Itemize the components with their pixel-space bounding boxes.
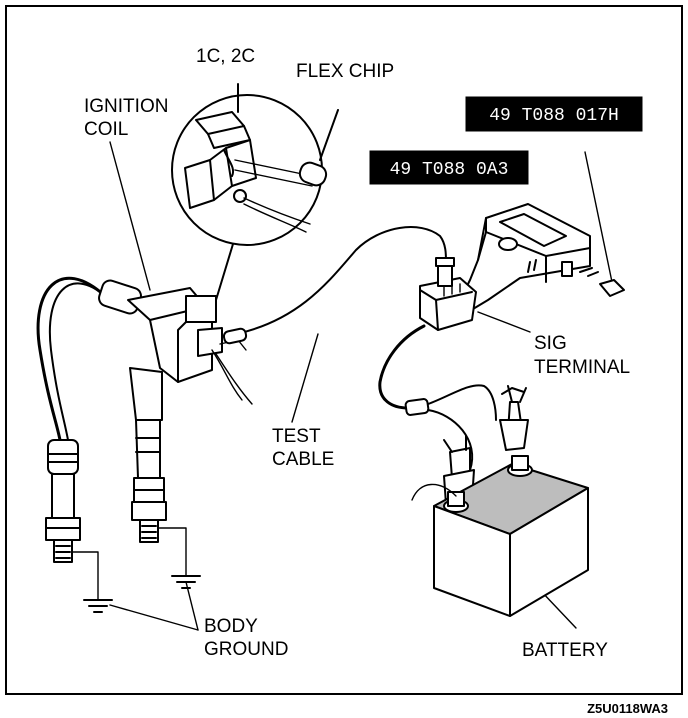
battery bbox=[411, 455, 589, 617]
battery-leads bbox=[378, 324, 529, 505]
sig-terminal-label-line1: SIG bbox=[534, 333, 567, 354]
body-ground-label-line2: GROUND bbox=[204, 639, 288, 660]
magnify-pointer-line bbox=[215, 243, 234, 301]
connector-pins-label: 1C, 2C bbox=[196, 46, 255, 67]
test-cable-label-line1: TEST bbox=[272, 426, 321, 447]
ignition-coil-label-line1: IGNITION bbox=[84, 96, 168, 117]
body-ground-label-line1: BODY bbox=[204, 616, 258, 637]
tester-part-number-tag: 49 T088 0A3 bbox=[369, 150, 529, 185]
leader-lines bbox=[109, 141, 613, 631]
spark-plug-right bbox=[131, 477, 167, 543]
ignition-coil bbox=[36, 276, 253, 479]
flex-chip-part-number-tag: 49 T088 017H bbox=[465, 96, 643, 132]
figure-frame bbox=[5, 5, 683, 695]
flex-chip-part-number: 49 T088 017H bbox=[489, 106, 619, 126]
test-cable-probe bbox=[222, 327, 248, 345]
spark-plug-left bbox=[45, 439, 81, 563]
battery-label: BATTERY bbox=[522, 640, 608, 661]
body-ground-wiring bbox=[71, 527, 201, 613]
flex-chip bbox=[579, 267, 625, 297]
magnified-connector-view bbox=[171, 83, 339, 246]
flex-chip-label: FLEX CHIP bbox=[296, 61, 394, 82]
ignition-coil-label-line2: COIL bbox=[84, 119, 128, 140]
test-cable-label-line2: CABLE bbox=[272, 449, 334, 470]
tester-part-number: 49 T088 0A3 bbox=[390, 160, 509, 180]
sig-terminal-label-line2: TERMINAL bbox=[534, 357, 630, 378]
test-cable bbox=[235, 226, 447, 335]
flex-chip-tester bbox=[419, 203, 591, 331]
figure-code: Z5U0118WA3 bbox=[587, 701, 668, 716]
